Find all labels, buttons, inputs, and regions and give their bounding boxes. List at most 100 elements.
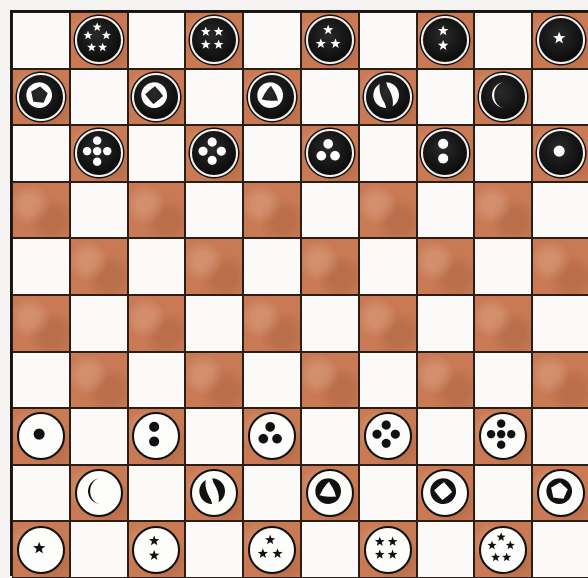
board-square-r8-c0[interactable] xyxy=(12,465,70,522)
board-square-r3-c2[interactable] xyxy=(128,182,186,239)
black-piece-stars-5[interactable] xyxy=(75,16,123,64)
board-square-r4-c2[interactable] xyxy=(128,238,186,295)
board-square-r2-c2[interactable] xyxy=(128,125,186,182)
white-piece-dots-3[interactable] xyxy=(248,412,296,460)
black-piece-dots-4[interactable] xyxy=(190,129,238,177)
board-square-r0-c6[interactable] xyxy=(359,12,417,69)
white-piece-stars-5[interactable] xyxy=(479,526,527,574)
board-square-r6-c1[interactable] xyxy=(70,352,128,409)
board-square-r4-c9[interactable] xyxy=(532,238,588,295)
board-square-r4-c0[interactable] xyxy=(12,238,70,295)
board-square-r5-c2[interactable] xyxy=(128,295,186,352)
board-square-r8-c9[interactable] xyxy=(532,465,588,522)
board-square-r6-c8[interactable] xyxy=(474,352,532,409)
white-piece-swirl-5[interactable] xyxy=(537,469,585,517)
board-square-r7-c7[interactable] xyxy=(417,408,475,465)
board-square-r1-c7[interactable] xyxy=(417,69,475,126)
board-square-r5-c0[interactable] xyxy=(12,295,70,352)
black-piece-stars-2[interactable] xyxy=(421,16,469,64)
black-piece-stars-3[interactable] xyxy=(306,16,354,64)
board-square-r7-c2[interactable] xyxy=(128,408,186,465)
white-piece-stars-1[interactable] xyxy=(17,526,65,574)
black-piece-dots-2[interactable] xyxy=(421,129,469,177)
board-square-r9-c6[interactable] xyxy=(359,521,417,578)
board-square-r9-c2[interactable] xyxy=(128,521,186,578)
black-piece-stars-1[interactable] xyxy=(537,16,585,64)
board-square-r4-c8[interactable] xyxy=(474,238,532,295)
board-square-r8-c1[interactable] xyxy=(70,465,128,522)
white-piece-swirl-3[interactable] xyxy=(306,469,354,517)
board-square-r9-c9[interactable] xyxy=(532,521,588,578)
black-piece-swirl-4[interactable] xyxy=(132,73,180,121)
board-square-r7-c4[interactable] xyxy=(243,408,301,465)
board-square-r1-c2[interactable] xyxy=(128,69,186,126)
white-piece-stars-2[interactable] xyxy=(132,526,180,574)
black-piece-swirl-3[interactable] xyxy=(248,73,296,121)
board-square-r2-c5[interactable] xyxy=(301,125,359,182)
board-square-r7-c8[interactable] xyxy=(474,408,532,465)
board-square-r0-c3[interactable] xyxy=(185,12,243,69)
board-square-r2-c8[interactable] xyxy=(474,125,532,182)
board-square-r7-c3[interactable] xyxy=(185,408,243,465)
black-piece-swirl-5[interactable] xyxy=(17,73,65,121)
board-square-r3-c3[interactable] xyxy=(185,182,243,239)
board-square-r5-c6[interactable] xyxy=(359,295,417,352)
board-square-r2-c9[interactable] xyxy=(532,125,588,182)
board-square-r3-c7[interactable] xyxy=(417,182,475,239)
board-square-r6-c7[interactable] xyxy=(417,352,475,409)
board-square-r7-c1[interactable] xyxy=(70,408,128,465)
board-square-r9-c5[interactable] xyxy=(301,521,359,578)
board-square-r4-c5[interactable] xyxy=(301,238,359,295)
board-square-r4-c3[interactable] xyxy=(185,238,243,295)
board-square-r5-c3[interactable] xyxy=(185,295,243,352)
white-piece-dots-4[interactable] xyxy=(364,412,412,460)
board-square-r3-c1[interactable] xyxy=(70,182,128,239)
white-piece-dots-5[interactable] xyxy=(479,412,527,460)
board-square-r0-c8[interactable] xyxy=(474,12,532,69)
board-square-r3-c8[interactable] xyxy=(474,182,532,239)
white-piece-stars-3[interactable] xyxy=(248,526,296,574)
board-square-r2-c3[interactable] xyxy=(185,125,243,182)
board-square-r8-c2[interactable] xyxy=(128,465,186,522)
board-square-r9-c7[interactable] xyxy=(417,521,475,578)
board-square-r3-c4[interactable] xyxy=(243,182,301,239)
board-square-r6-c5[interactable] xyxy=(301,352,359,409)
board-square-r1-c8[interactable] xyxy=(474,69,532,126)
white-piece-dots-1[interactable] xyxy=(17,412,65,460)
board-square-r5-c8[interactable] xyxy=(474,295,532,352)
board-square-r6-c6[interactable] xyxy=(359,352,417,409)
board-square-r3-c9[interactable] xyxy=(532,182,588,239)
board-square-r7-c6[interactable] xyxy=(359,408,417,465)
board-square-r0-c7[interactable] xyxy=(417,12,475,69)
board-square-r2-c1[interactable] xyxy=(70,125,128,182)
board-square-r9-c3[interactable] xyxy=(185,521,243,578)
board-square-r1-c1[interactable] xyxy=(70,69,128,126)
board-square-r4-c7[interactable] xyxy=(417,238,475,295)
board-square-r3-c6[interactable] xyxy=(359,182,417,239)
board-square-r2-c7[interactable] xyxy=(417,125,475,182)
board-square-r4-c4[interactable] xyxy=(243,238,301,295)
board-square-r8-c4[interactable] xyxy=(243,465,301,522)
board-square-r5-c5[interactable] xyxy=(301,295,359,352)
white-piece-stars-4[interactable] xyxy=(364,526,412,574)
board-square-r5-c4[interactable] xyxy=(243,295,301,352)
board-square-r9-c4[interactable] xyxy=(243,521,301,578)
board-square-r1-c5[interactable] xyxy=(301,69,359,126)
board-square-r0-c1[interactable] xyxy=(70,12,128,69)
board-square-r8-c3[interactable] xyxy=(185,465,243,522)
black-piece-stars-4[interactable] xyxy=(190,16,238,64)
black-piece-swirl-2[interactable] xyxy=(364,73,412,121)
board-square-r0-c0[interactable] xyxy=(12,12,70,69)
black-piece-dots-5[interactable] xyxy=(75,129,123,177)
board-square-r9-c8[interactable] xyxy=(474,521,532,578)
white-piece-dots-2[interactable] xyxy=(132,412,180,460)
board-square-r2-c0[interactable] xyxy=(12,125,70,182)
black-piece-dots-1[interactable] xyxy=(537,129,585,177)
black-piece-dots-3[interactable] xyxy=(306,129,354,177)
board-square-r8-c6[interactable] xyxy=(359,465,417,522)
board-square-r3-c0[interactable] xyxy=(12,182,70,239)
board-square-r1-c4[interactable] xyxy=(243,69,301,126)
board-square-r8-c7[interactable] xyxy=(417,465,475,522)
board-square-r8-c5[interactable] xyxy=(301,465,359,522)
board-square-r9-c1[interactable] xyxy=(70,521,128,578)
